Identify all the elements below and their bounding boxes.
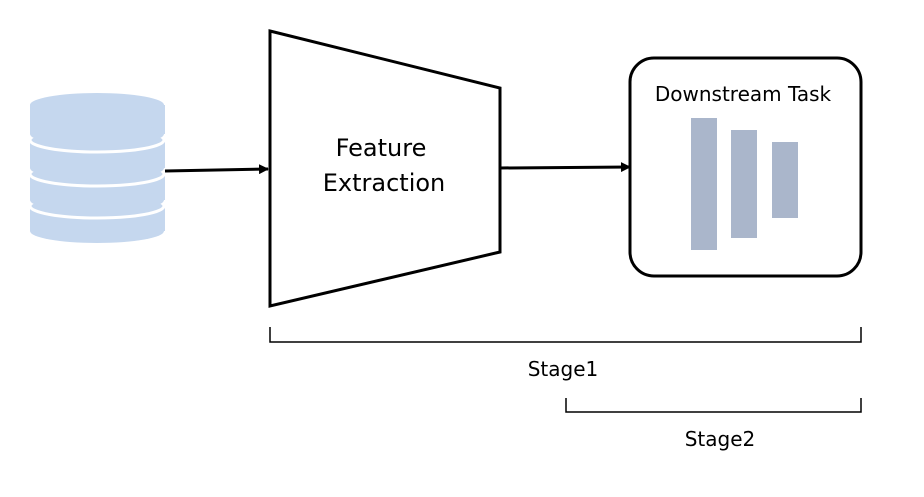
database-disk-1 xyxy=(30,93,165,146)
stage1-bracket xyxy=(269,327,862,343)
feature-extraction-block xyxy=(268,29,502,308)
stage2-label: Stage2 xyxy=(685,427,756,451)
arrow-to-downstream-task xyxy=(499,162,631,173)
downstream-task-label: Downstream Task xyxy=(655,82,832,106)
feature-extraction-label-line2: Extraction xyxy=(323,169,446,197)
feature-extraction-label-line1: Feature xyxy=(336,134,427,162)
bar-chart-icon-bar-3 xyxy=(772,142,798,218)
stage2-bracket xyxy=(565,398,862,413)
database-icon xyxy=(28,93,166,243)
stage1-label: Stage1 xyxy=(528,357,599,381)
arrow-to-feature-extraction xyxy=(164,164,269,175)
bar-chart-icon-bar-1 xyxy=(691,118,717,250)
bar-chart-icon-bar-2 xyxy=(731,130,757,238)
bar-chart-icon xyxy=(691,118,798,250)
